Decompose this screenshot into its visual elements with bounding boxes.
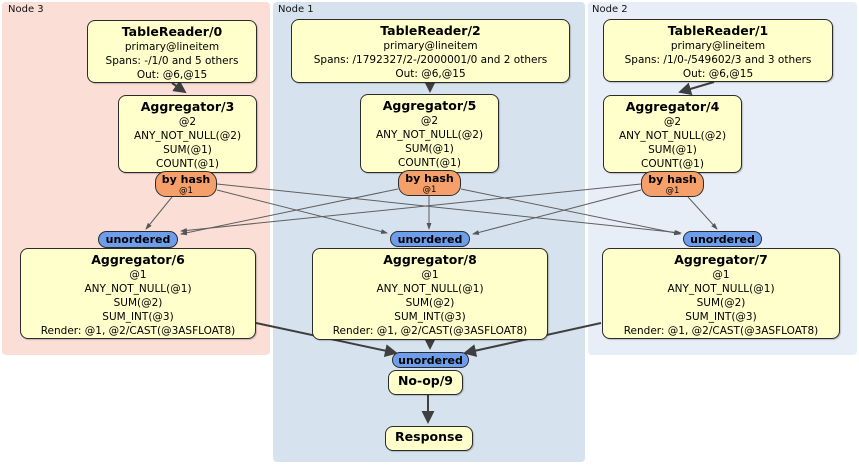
hash-router-label: by hash: [161, 173, 211, 186]
aggregator-7-box: Aggregator/7 @1 ANY_NOT_NULL(@1) SUM(@2)…: [602, 248, 840, 339]
processor-detail: SUM(@1): [163, 144, 212, 156]
processor-detail: SUM(@1): [648, 144, 697, 156]
processor-detail: SUM(@2): [405, 297, 455, 309]
hash-router-label: by hash: [648, 173, 697, 186]
processor-detail: Spans: -/1/0 and 5 others: [105, 55, 239, 67]
processor-detail: COUNT(@1): [398, 157, 461, 169]
processor-detail: primary@lineitem: [383, 40, 478, 52]
node2-label: Node 2: [592, 4, 628, 15]
hash-router-node3: by hash @1: [155, 171, 217, 197]
hash-router-columns: @1: [422, 185, 437, 195]
aggregator-6-box: Aggregator/6 @1 ANY_NOT_NULL(@1) SUM(@2)…: [20, 248, 256, 339]
processor-detail: @1: [421, 269, 439, 281]
hash-router-columns: @1: [179, 186, 193, 196]
processor-detail: Spans: /1/0-/549602/3 and 3 others: [624, 54, 812, 66]
aggregator-3-box: Aggregator/3 @2 ANY_NOT_NULL(@2) SUM(@1)…: [118, 95, 257, 173]
tablereader-1-box: TableReader/1 primary@lineitem Spans: /1…: [603, 19, 833, 82]
processor-title: TableReader/2: [380, 23, 481, 38]
processor-detail: SUM(@2): [113, 297, 163, 309]
processor-title: TableReader/1: [667, 23, 769, 38]
processor-detail: ANY_NOT_NULL(@2): [618, 130, 727, 142]
processor-detail: SUM_INT(@3): [685, 311, 757, 323]
processor-detail: ANY_NOT_NULL(@2): [375, 129, 484, 141]
noop-9-box: No-op/9: [388, 370, 463, 395]
processor-title: Aggregator/5: [382, 98, 477, 113]
processor-detail: ANY_NOT_NULL(@1): [376, 283, 484, 295]
processor-detail: primary@lineitem: [124, 41, 220, 53]
processor-title: No-op/9: [397, 373, 454, 388]
processor-detail: @2: [178, 116, 197, 128]
processor-detail: @2: [420, 115, 439, 127]
node3-label: Node 3: [8, 4, 44, 15]
processor-title: Aggregator/3: [140, 99, 235, 114]
processor-detail: ANY_NOT_NULL(@2): [133, 130, 242, 142]
processor-detail: SUM_INT(@3): [102, 311, 174, 323]
processor-detail: Spans: /1792327/2-/2000001/0 and 2 other…: [313, 54, 548, 66]
processor-detail: @1: [712, 269, 730, 281]
processor-detail: @2: [663, 116, 682, 128]
processor-detail: COUNT(@1): [641, 158, 704, 170]
response-box: Response: [385, 426, 473, 451]
processor-detail: Out: @6,@15: [395, 68, 466, 80]
processor-detail: ANY_NOT_NULL(@1): [667, 283, 775, 295]
aggregator-4-box: Aggregator/4 @2 ANY_NOT_NULL(@2) SUM(@1)…: [603, 95, 742, 173]
hash-router-node2: by hash @1: [641, 171, 704, 197]
processor-detail: SUM_INT(@3): [394, 311, 466, 323]
aggregator-5-box: Aggregator/5 @2 ANY_NOT_NULL(@2) SUM(@1)…: [360, 94, 499, 173]
unordered-sync-node2: unordered: [683, 231, 762, 247]
unordered-sync-final: unordered: [392, 352, 469, 368]
processor-title: Aggregator/8: [383, 252, 477, 267]
processor-detail: ANY_NOT_NULL(@1): [84, 283, 192, 295]
processor-title: Aggregator/7: [674, 252, 768, 267]
processor-detail: Out: @6,@15: [682, 68, 754, 80]
processor-title: Aggregator/4: [625, 99, 720, 114]
processor-detail: Out: @6,@15: [136, 69, 208, 81]
processor-detail: COUNT(@1): [156, 158, 219, 170]
processor-detail: SUM(@2): [696, 297, 746, 309]
tablereader-2-box: TableReader/2 primary@lineitem Spans: /1…: [291, 19, 570, 83]
processor-title: Aggregator/6: [91, 252, 185, 267]
processor-title: Response: [395, 429, 463, 444]
processor-detail: Render: @1, @2/CAST(@3ASFLOAT8): [623, 325, 819, 337]
node1-label: Node 1: [278, 4, 314, 15]
unordered-sync-node1: unordered: [390, 231, 470, 247]
aggregator-8-box: Aggregator/8 @1 ANY_NOT_NULL(@1) SUM(@2)…: [312, 248, 548, 340]
processor-detail: @1: [129, 269, 147, 281]
tablereader-0-box: TableReader/0 primary@lineitem Spans: -/…: [87, 20, 257, 83]
processor-detail: SUM(@1): [405, 143, 454, 155]
processor-detail: Render: @1, @2/CAST(@3ASFLOAT8): [332, 325, 528, 337]
hash-router-columns: @1: [665, 186, 680, 196]
processor-detail: Render: @1, @2/CAST(@3ASFLOAT8): [40, 325, 236, 337]
hash-router-node1: by hash @1: [398, 170, 461, 196]
processor-detail: primary@lineitem: [670, 40, 766, 52]
processor-title: TableReader/0: [121, 24, 223, 39]
hash-router-label: by hash: [405, 172, 454, 185]
unordered-sync-node3: unordered: [98, 231, 178, 248]
